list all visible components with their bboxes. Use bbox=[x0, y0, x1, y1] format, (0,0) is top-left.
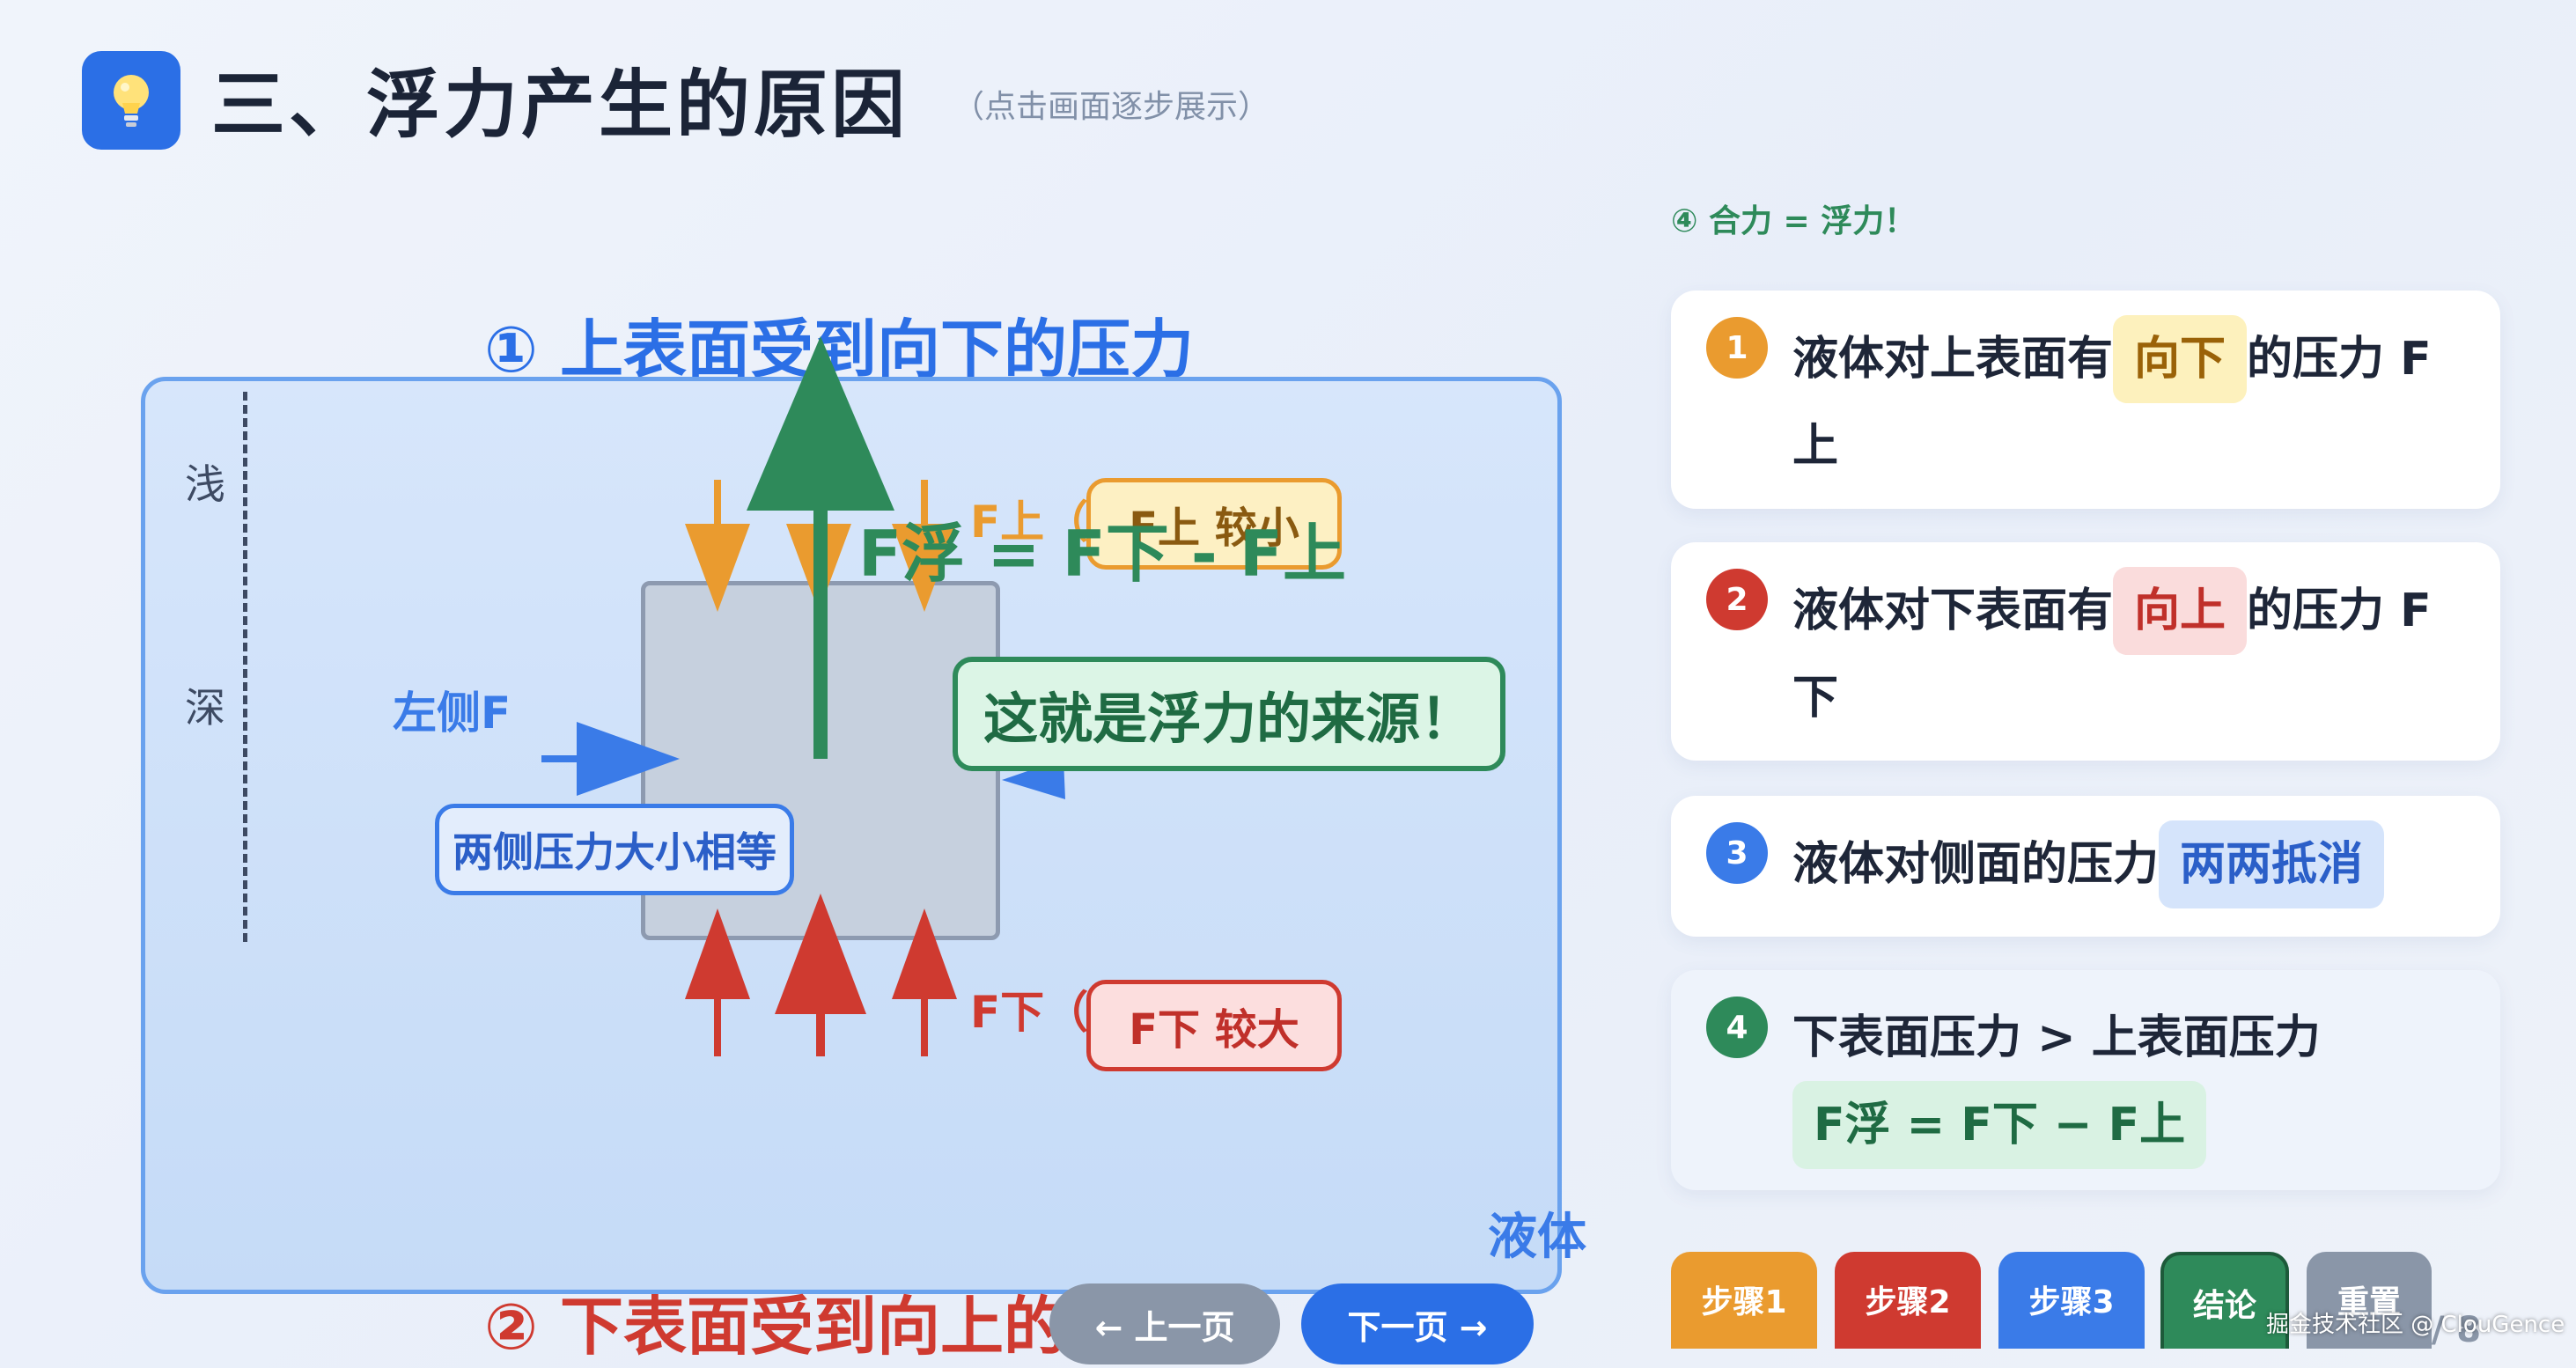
step1-label: ① 上表面受到向下的压力 bbox=[484, 313, 1195, 386]
liquid-label: 液体 bbox=[1488, 1209, 1586, 1266]
buoyancy-arrow-head bbox=[747, 336, 894, 511]
buoyancy-source-tag: 这就是浮力的来源！ bbox=[953, 657, 1505, 771]
highlight-cancel: 两两抵消 bbox=[2159, 820, 2385, 908]
step3-button[interactable]: 步骤3 bbox=[1998, 1252, 2145, 1349]
highlight-up: 向上 bbox=[2113, 567, 2248, 655]
step-card-2[interactable]: 2 液体对下表面有向上的压力 F下 bbox=[1671, 542, 2500, 761]
step-card-1-text: 液体对上表面有向下的压力 F上 bbox=[1792, 315, 2474, 489]
bottom-force-tag: F下 较大 bbox=[1086, 980, 1342, 1071]
step-number-4: 4 bbox=[1706, 997, 1768, 1058]
step-number-3: 3 bbox=[1706, 822, 1768, 884]
page-hint: （点击画面逐步展示） bbox=[953, 89, 1270, 125]
bottom-force-label: F下（ bbox=[970, 987, 1089, 1038]
depth-shallow-label: 浅 bbox=[185, 460, 225, 508]
prev-page-button[interactable]: ← 上一页 bbox=[1049, 1283, 1280, 1364]
page-title: 三、浮力产生的原因 bbox=[211, 62, 909, 148]
highlight-formula: F浮 = F下 − F上 bbox=[1792, 1081, 2207, 1169]
step2-label: ② 下表面受到向上的 bbox=[484, 1290, 1068, 1364]
step-card-4[interactable]: 4 下表面压力 > 上表面压力 F浮 = F下 − F上 bbox=[1671, 970, 2500, 1190]
step2-button[interactable]: 步骤2 bbox=[1835, 1252, 1981, 1349]
top-arrow-head-3 bbox=[892, 524, 957, 612]
depth-axis bbox=[243, 392, 247, 942]
left-side-arrow bbox=[541, 722, 680, 796]
next-page-button[interactable]: 下一页 → bbox=[1301, 1283, 1534, 1364]
step-card-2-text: 液体对下表面有向上的压力 F下 bbox=[1792, 567, 2474, 741]
top-arrow-head-1 bbox=[685, 524, 750, 612]
bottom-pressure-arrows bbox=[685, 894, 957, 1056]
sides-equal-tag: 两侧压力大小相等 bbox=[435, 804, 794, 895]
lightbulb-icon-box bbox=[82, 51, 180, 150]
step4-caption: ④ 合力 = 浮力！ bbox=[1671, 203, 1917, 236]
highlight-down: 向下 bbox=[2113, 315, 2248, 403]
bottom-arrow-head-2 bbox=[775, 894, 866, 1014]
step-number-2: 2 bbox=[1706, 569, 1768, 630]
buoyancy-arrow bbox=[747, 336, 894, 759]
reset-button[interactable]: 重置 bbox=[2307, 1252, 2432, 1349]
lightbulb-icon bbox=[114, 75, 149, 127]
buoyancy-formula: F浮 = F下 - F上 bbox=[858, 517, 1347, 591]
bottom-arrow-head-3 bbox=[892, 908, 957, 999]
step1-button[interactable]: 步骤1 bbox=[1671, 1252, 1817, 1349]
step-card-3-text: 液体对侧面的压力两两抵消 bbox=[1792, 820, 2474, 908]
top-force-label: F上（ bbox=[970, 496, 1089, 548]
step-card-3[interactable]: 3 液体对侧面的压力两两抵消 bbox=[1671, 796, 2500, 937]
left-force-label: 左侧F bbox=[393, 688, 512, 739]
conclusion-button[interactable]: 结论 bbox=[2160, 1252, 2289, 1349]
step-card-1[interactable]: 1 液体对上表面有向下的压力 F上 bbox=[1671, 291, 2500, 509]
left-arrow-head bbox=[577, 722, 680, 796]
step-card-4-text: 下表面压力 > 上表面压力 F浮 = F下 − F上 bbox=[1792, 995, 2474, 1169]
step-number-1: 1 bbox=[1706, 317, 1768, 379]
bottom-arrow-head-1 bbox=[685, 908, 750, 999]
top-force-tag: F上 较小 bbox=[1086, 478, 1342, 570]
page-indicator: 5 / 8 bbox=[2395, 1310, 2482, 1350]
depth-deep-label: 深 bbox=[185, 684, 225, 732]
watermark: 掘金技术社区 @ ClouGence bbox=[2266, 1312, 2565, 1338]
